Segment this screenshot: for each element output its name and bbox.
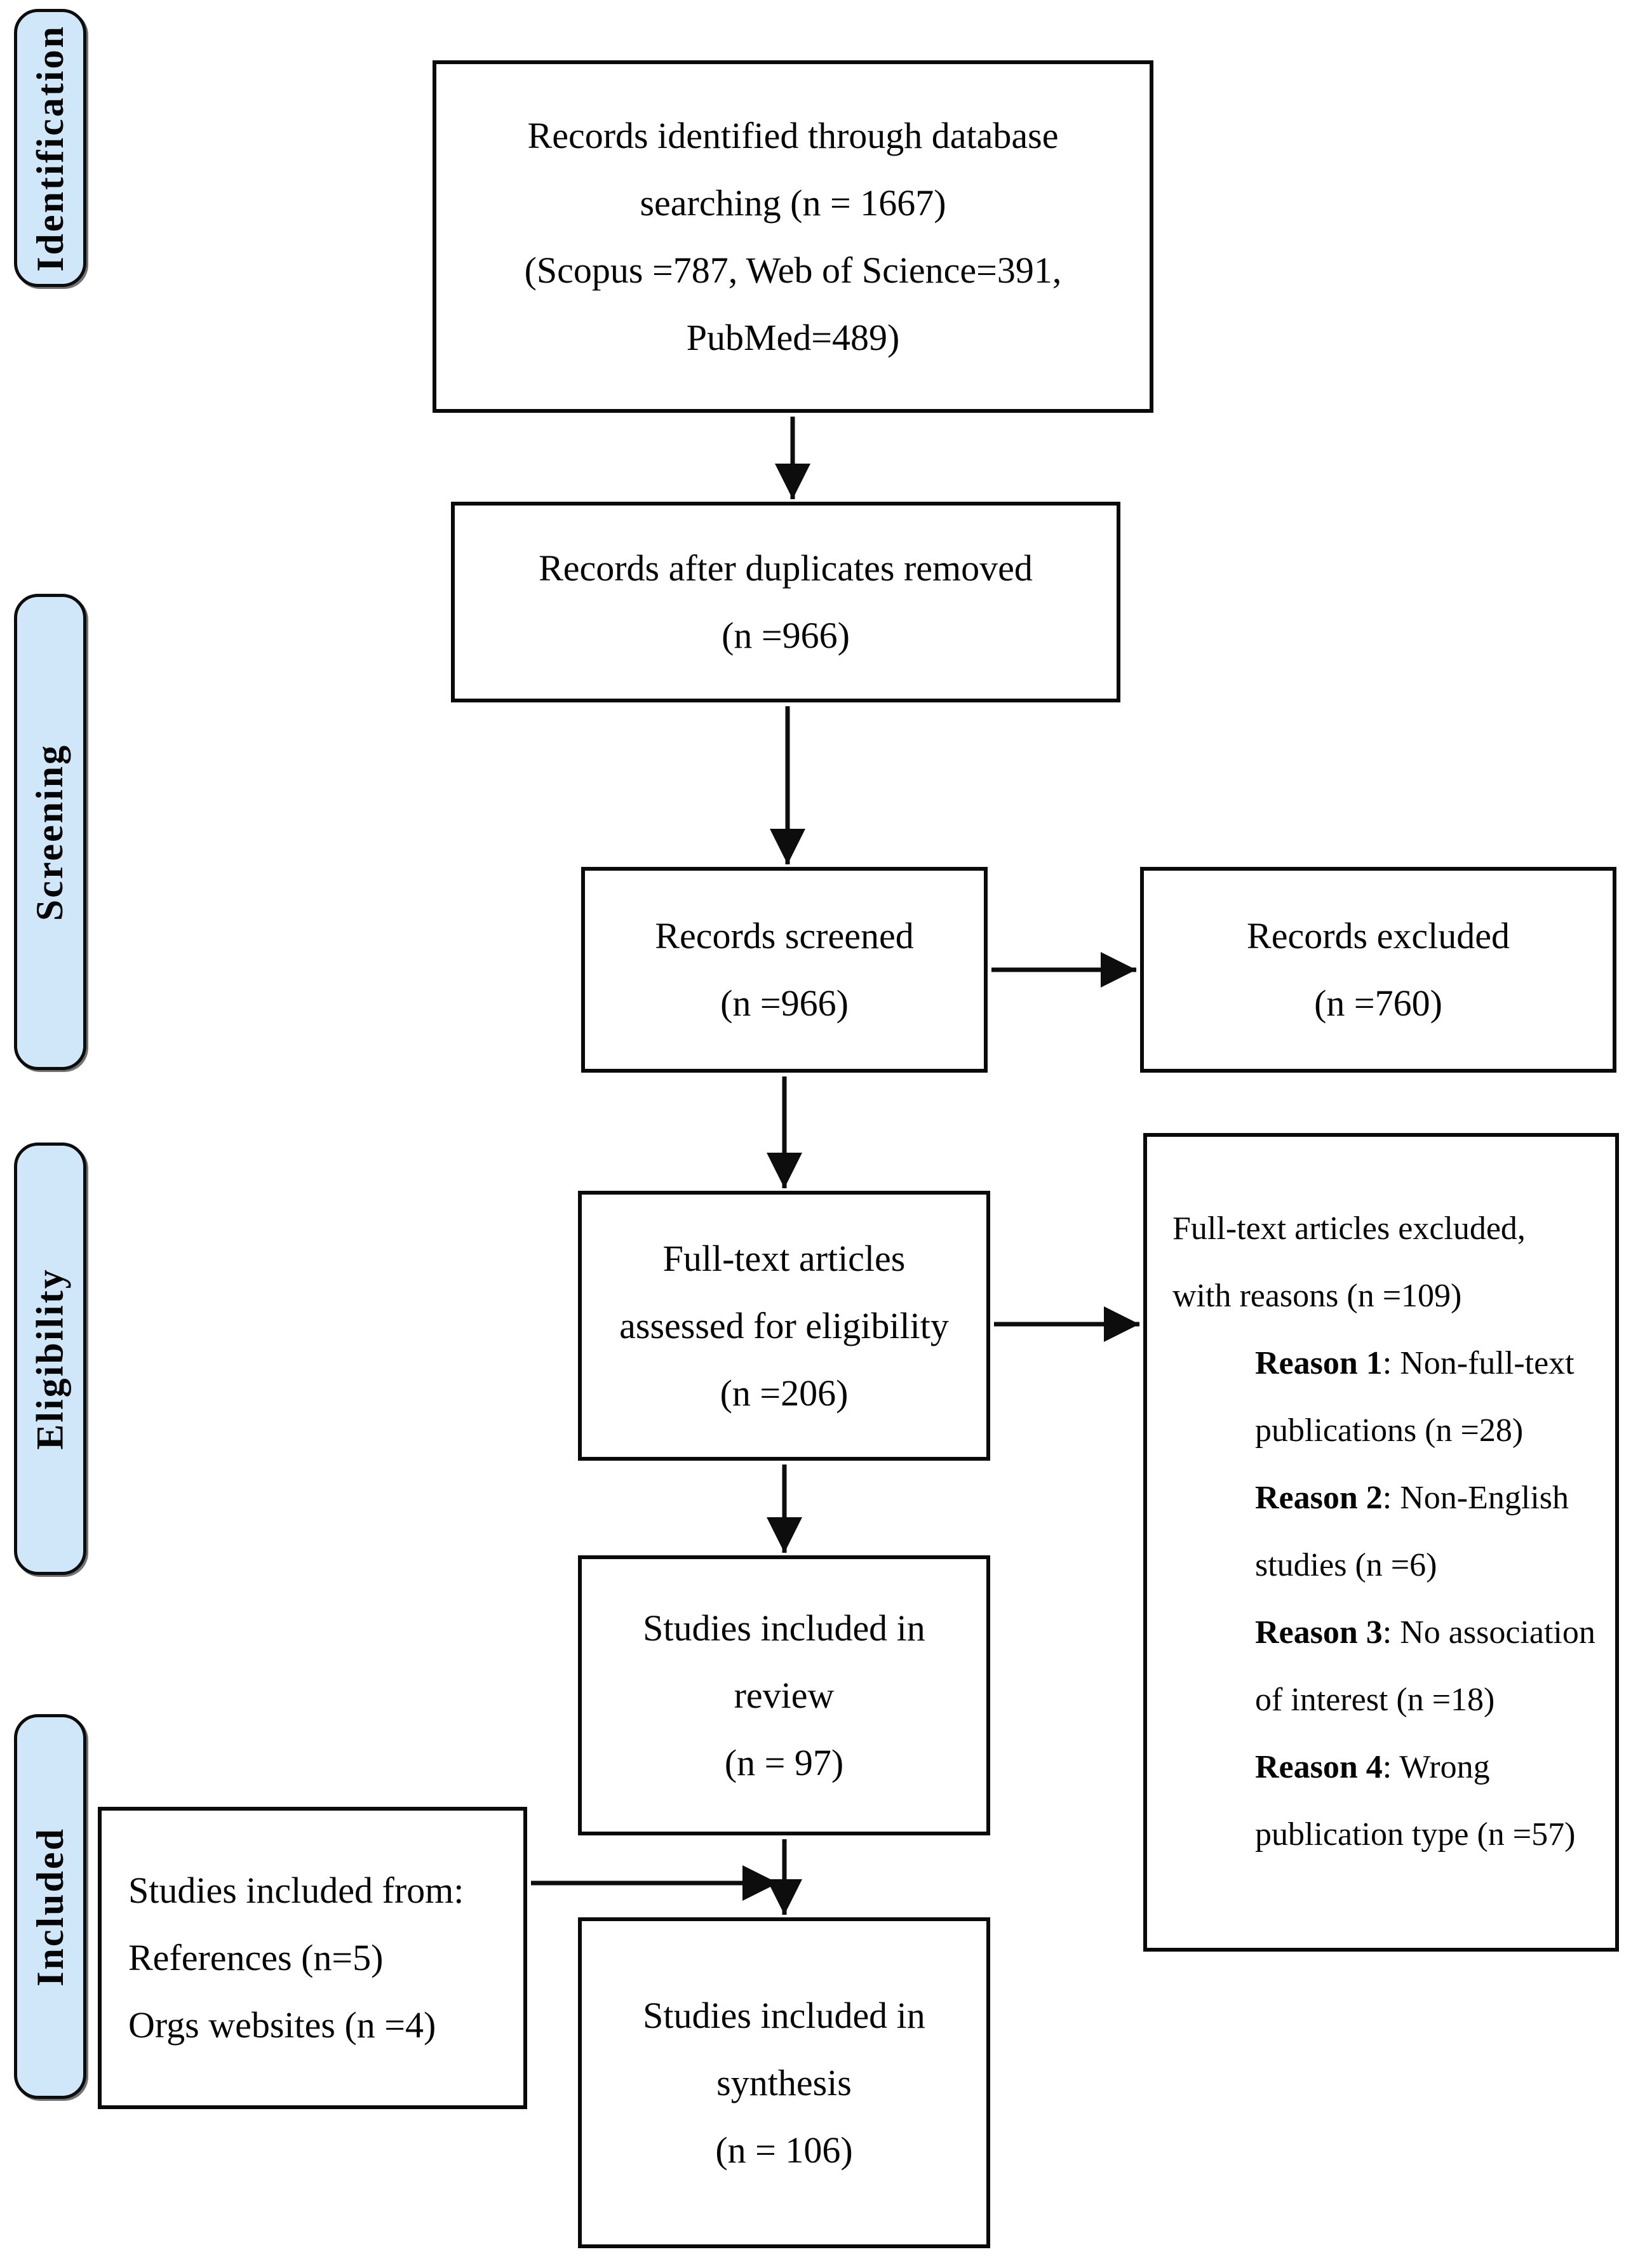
stage-label-text: Eligibility [29, 1268, 71, 1450]
reason-text: : Non-full-text [1382, 1345, 1575, 1381]
text-line: with reasons (n =109) [1172, 1278, 1462, 1314]
text-line: synthesis [716, 2061, 852, 2103]
text-line: Full-text articles [662, 1237, 906, 1279]
exclusion-reason-1: Reason 1: Non-full-text publications (n … [1255, 1330, 1575, 1465]
text-line: (n =760) [1314, 982, 1442, 1024]
reason-label: Reason 4 [1255, 1749, 1383, 1785]
reason-label: Reason 2 [1255, 1480, 1383, 1516]
text-line: (n =966) [722, 615, 850, 656]
text-line: searching (n = 1667) [640, 182, 946, 224]
text-line: Records excluded [1247, 915, 1510, 956]
text-line: PubMed=489) [686, 316, 900, 358]
text-line: Studies included in [643, 1994, 925, 2036]
stage-label-text: Included [29, 1827, 71, 1987]
stage-label-text: Screening [29, 743, 71, 921]
text-line: review [734, 1674, 835, 1716]
text-line: Reason 4: Wrong [1255, 1734, 1575, 1801]
text-line: Reason 2: Non-English [1255, 1465, 1569, 1532]
text-line: Reason 1: Non-full-text [1255, 1330, 1575, 1397]
text-line: Records identified through database [527, 114, 1059, 156]
text-line: Studies included in [643, 1607, 925, 1649]
text-line: (n =966) [720, 982, 849, 1024]
stage-label-text: Identification [29, 24, 71, 272]
text-line: Reason 3: No association [1255, 1599, 1595, 1666]
box-fulltext-assessed: Full-text articles assessed for eligibil… [578, 1191, 990, 1461]
text-line: assessed for eligibility [619, 1304, 949, 1346]
reason-text: : Wrong [1382, 1749, 1490, 1785]
box-duplicates-removed: Records after duplicates removed (n =966… [451, 502, 1120, 702]
text-line: studies (n =6) [1255, 1547, 1437, 1583]
box-records-excluded: Records excluded (n =760) [1140, 867, 1616, 1073]
box-records-screened: Records screened (n =966) [581, 867, 988, 1073]
text-line: Orgs websites (n =4) [128, 2004, 436, 2046]
text-line: (n = 97) [724, 1741, 844, 1783]
box-included-synthesis: Studies included in synthesis (n = 106) [578, 1917, 990, 2248]
exclusion-reason-4: Reason 4: Wrong publication type (n =57) [1255, 1734, 1575, 1868]
text-line: (Scopus =787, Web of Science=391, [524, 249, 1062, 291]
box-included-review: Studies included in review (n = 97) [578, 1555, 990, 1835]
reason-label: Reason 1 [1255, 1345, 1383, 1381]
stage-label-eligibility: Eligibility [14, 1143, 86, 1575]
reason-text: : No association [1382, 1614, 1595, 1651]
stage-label-screening: Screening [14, 594, 86, 1070]
text-line: publications (n =28) [1255, 1412, 1524, 1449]
text-line: Studies included from: [128, 1870, 464, 1911]
text-line: Records screened [655, 915, 914, 956]
text-line: Records after duplicates removed [539, 547, 1033, 589]
reason-text: : Non-English [1382, 1480, 1569, 1516]
text-line: (n = 106) [715, 2129, 853, 2171]
text-line: (n =206) [720, 1372, 849, 1414]
box-records-identified: Records identified through database sear… [433, 60, 1153, 413]
box-fulltext-excluded: Full-text articles excluded, with reason… [1143, 1133, 1619, 1952]
exclusion-reason-2: Reason 2: Non-English studies (n =6) [1255, 1465, 1569, 1599]
stage-label-identification: Identification [14, 9, 86, 287]
text-line: References (n=5) [128, 1937, 384, 1978]
reason-label: Reason 3 [1255, 1614, 1383, 1651]
text-line: Full-text articles excluded, [1172, 1210, 1526, 1247]
text-line: of interest (n =18) [1255, 1682, 1495, 1718]
stage-label-included: Included [14, 1714, 86, 2099]
text-line: publication type (n =57) [1255, 1816, 1576, 1853]
exclusion-reason-3: Reason 3: No association of interest (n … [1255, 1599, 1595, 1734]
box-included-from: Studies included from: References (n=5) … [98, 1807, 527, 2109]
